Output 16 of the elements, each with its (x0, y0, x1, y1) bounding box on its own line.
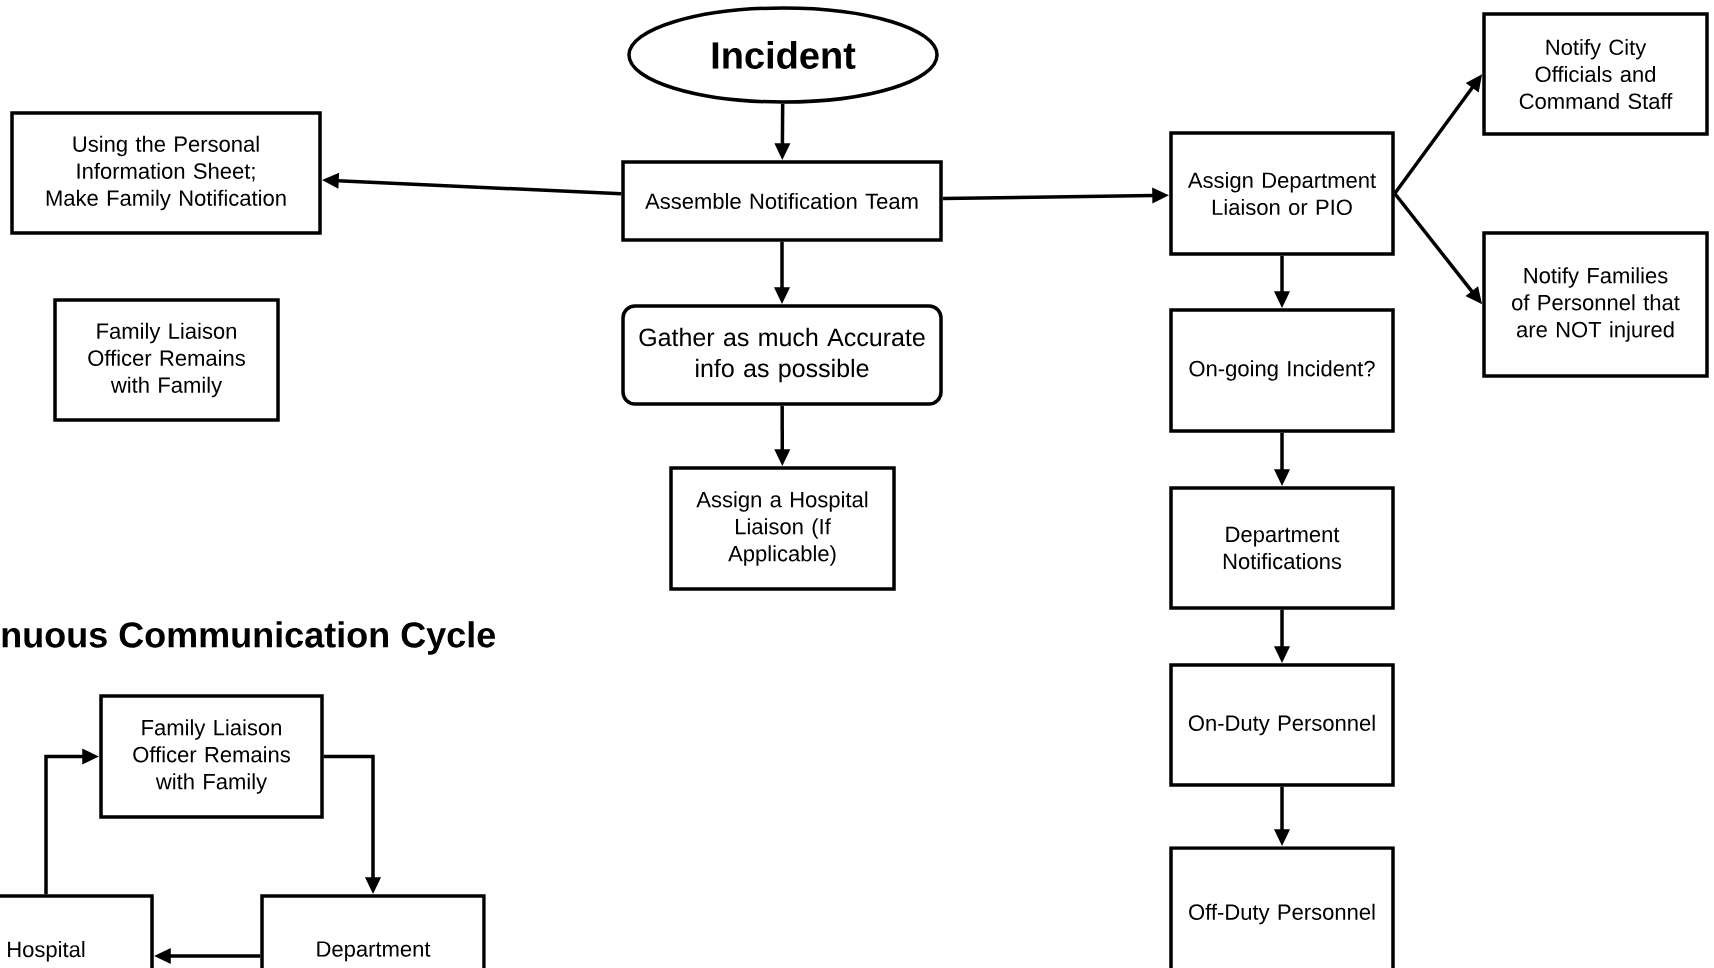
process-box: Off-Duty Personnel (1169, 846, 1395, 968)
process-box: Assemble Notification Team (621, 160, 943, 242)
process-box: Assign a Hospital Liaison (If Applicable) (669, 466, 896, 591)
process-box: Hospital (0, 894, 154, 968)
process-box: Notify Families of Personnel that are NOT injured (1482, 231, 1709, 378)
rounded-box: Gather as much Accurate info as possible (621, 304, 943, 406)
process-box: Notify City Officials and Command Staff (1482, 12, 1709, 136)
process-box: Family Liaison Officer Remains with Family (53, 298, 280, 422)
process-box: Assign Department Liaison or PIO (1169, 131, 1395, 256)
process-box: Family Liaison Officer Remains with Family (99, 694, 324, 819)
process-box: Using the Personal Information Sheet; Make Family Notification (10, 111, 322, 235)
process-box: On-going Incident? (1169, 308, 1395, 433)
process-box: On-Duty Personnel (1169, 663, 1395, 787)
process-box: Department (260, 894, 486, 968)
title: nuous Communication Cycle (2, 621, 495, 655)
process-box: Department Notifications (1169, 486, 1395, 610)
